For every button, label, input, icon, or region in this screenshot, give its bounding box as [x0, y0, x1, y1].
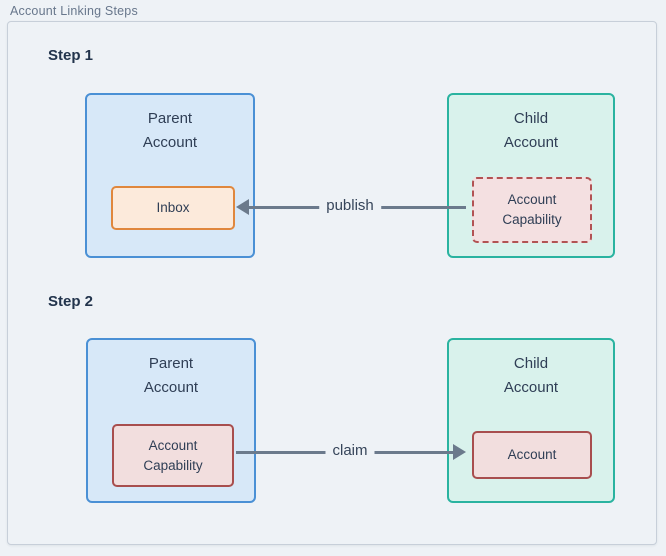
- step2-account-box: Account: [472, 431, 592, 479]
- step-1-heading: Step 1: [48, 47, 94, 64]
- step-2-heading: Step 2: [48, 293, 94, 310]
- step2-parent-account-title: Parent Account: [143, 355, 199, 396]
- arrowhead-right-icon: [453, 444, 466, 460]
- step1-inbox-box: Inbox: [111, 186, 235, 230]
- step1-account-capability-box: Account Capability: [472, 177, 592, 243]
- panel-title: Account Linking Steps: [10, 4, 138, 18]
- step1-child-account-box: Child Account Account Capability: [447, 93, 615, 258]
- step1-parent-account-box: Parent Account Inbox: [85, 93, 255, 258]
- step2-account-capability-box: Account Capability: [112, 424, 234, 487]
- step2-child-account-box: Child Account Account: [447, 338, 615, 503]
- step2-parent-account-box: Parent Account Account Capability: [86, 338, 256, 503]
- arrowhead-left-icon: [236, 199, 249, 215]
- step1-child-account-title: Child Account: [503, 110, 559, 151]
- claim-arrow-label: claim: [325, 442, 375, 459]
- step2-child-account-title: Child Account: [503, 355, 559, 396]
- step1-parent-account-title: Parent Account: [142, 110, 198, 151]
- publish-arrow-label: publish: [319, 197, 381, 214]
